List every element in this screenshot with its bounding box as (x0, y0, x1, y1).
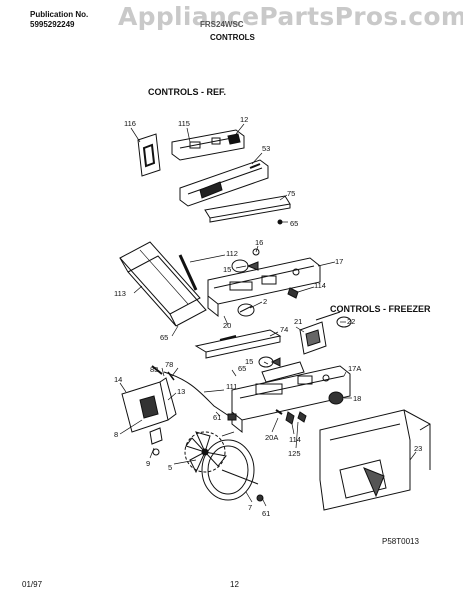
callout-23: 23 (414, 444, 422, 453)
part-8-9-brackets (149, 427, 163, 456)
part-5-fan-blade (184, 431, 227, 474)
callout-5: 5 (168, 463, 172, 472)
title-controls-freezer: CONTROLS - FREEZER (330, 304, 431, 314)
part-74-plate (194, 329, 282, 359)
callout-16: 16 (255, 238, 263, 247)
watermark: AppliancePartsPros.com (118, 2, 463, 31)
callout-75: 75 (287, 189, 295, 198)
footer-date: 01/97 (22, 580, 43, 589)
callout-114: 114 (314, 281, 326, 290)
part-17-control-housing (207, 257, 321, 318)
part-53-light-cover (179, 159, 269, 207)
part-111-wire-harness (163, 371, 237, 421)
callout-53: 53 (262, 144, 270, 153)
callout-125: 125 (288, 449, 301, 458)
footer-page: 12 (230, 580, 239, 589)
callout-20A: 20A (265, 433, 278, 442)
callout-17A: 17A (348, 364, 361, 373)
callout-8: 8 (114, 430, 118, 439)
callout-111: 111 (226, 382, 237, 391)
callout-7: 7 (248, 503, 252, 512)
publication-label: Publication No. (30, 10, 89, 19)
part-23-freezer-light (319, 409, 431, 511)
part-2-knob (237, 303, 255, 317)
callout-15: 15 (223, 265, 231, 274)
part-115-light-housing (171, 129, 245, 161)
part-116-shield (137, 133, 161, 177)
section-title: CONTROLS (210, 33, 255, 42)
callout-9: 9 (146, 459, 150, 468)
callout-12: 12 (240, 115, 248, 124)
leader-lines (119, 123, 417, 507)
drawing-code: P58T0013 (382, 537, 419, 546)
part-114-screw (287, 287, 299, 299)
callout-15-b: 15 (245, 357, 253, 366)
callout-116: 116 (124, 119, 136, 128)
callout-61: 61 (213, 413, 221, 422)
callout-17: 17 (335, 257, 343, 266)
part-18-knob (328, 391, 344, 405)
callout-113: 113 (114, 289, 126, 298)
callout-114-b: 114 (289, 435, 301, 444)
part-75-plate (204, 195, 291, 225)
callout-21: 21 (294, 317, 302, 326)
part-125-screws (275, 409, 307, 425)
title-controls-ref: CONTROLS - REF. (148, 87, 226, 97)
publication-number: 5995292249 (30, 20, 75, 29)
part-14-fan-bracket (121, 365, 177, 433)
part-21-thermostat (299, 311, 352, 355)
callout-22: 22 (347, 317, 355, 326)
part-15-lamp (231, 248, 260, 273)
callout-112: 112 (226, 249, 238, 258)
callout-18: 18 (353, 394, 361, 403)
part-113-tray (119, 241, 207, 327)
callout-20: 20 (223, 321, 231, 330)
callout-2: 2 (263, 297, 267, 306)
part-7-fan-shroud (201, 439, 264, 502)
callout-65-c: 65 (238, 364, 246, 373)
callout-78: 78 (165, 360, 173, 369)
callout-115: 115 (178, 119, 190, 128)
callout-61-b: 61 (262, 509, 270, 518)
callout-labels: 116 115 12 53 75 65 16 112 15 17 113 114… (114, 115, 422, 518)
callout-65: 65 (290, 219, 298, 228)
callout-83: 83 (150, 365, 158, 374)
model-number: FRS24WSC (200, 20, 244, 29)
part-15-freezer-lamp (258, 356, 281, 368)
callout-14: 14 (114, 375, 122, 384)
callout-65-b: 65 (160, 333, 168, 342)
callout-13: 13 (177, 387, 185, 396)
part-112-rod (178, 254, 198, 291)
callout-74: 74 (280, 325, 288, 334)
